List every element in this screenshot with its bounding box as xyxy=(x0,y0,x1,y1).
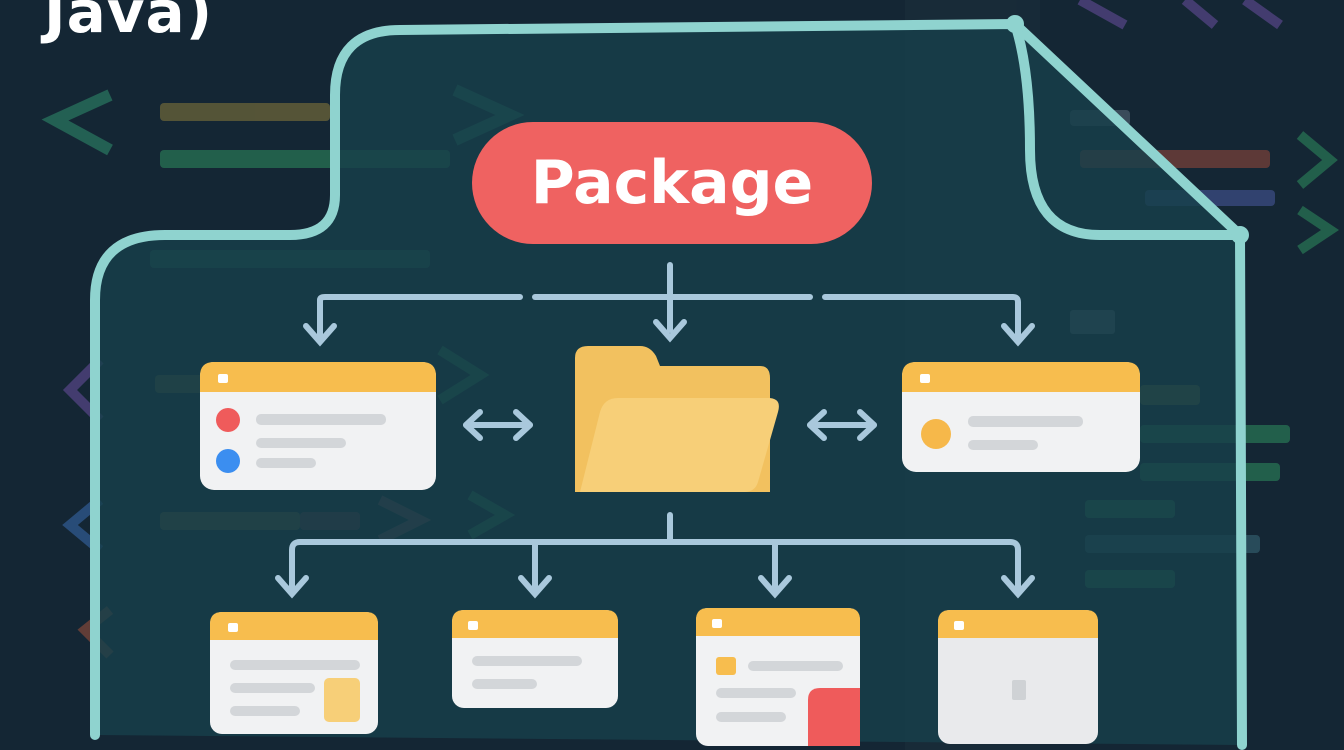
window-icon xyxy=(954,621,964,630)
window-icon xyxy=(218,374,228,383)
accent-square xyxy=(324,678,360,722)
page-fold xyxy=(1010,19,1245,240)
card-left xyxy=(200,362,436,490)
brand-logo-text: Java) xyxy=(44,0,214,46)
down-arrow-icon xyxy=(1001,575,1035,599)
bottom-connectors xyxy=(275,512,1035,599)
down-arrow-icon xyxy=(518,575,552,599)
down-arrow-icon xyxy=(303,323,337,347)
fold-dot xyxy=(1006,15,1024,33)
accent-square xyxy=(716,657,736,675)
down-arrow-icon xyxy=(275,575,309,599)
window-icon xyxy=(920,374,930,383)
blue-dot xyxy=(216,449,240,473)
folder-icon xyxy=(575,346,779,492)
top-connectors xyxy=(303,262,1035,347)
window-icon xyxy=(228,623,238,632)
double-arrow-icon xyxy=(463,409,533,441)
window-icon xyxy=(468,621,478,630)
card-bottom-1 xyxy=(210,612,378,734)
accent-red-block xyxy=(808,688,860,746)
down-arrow-icon xyxy=(1001,323,1035,347)
card-right xyxy=(902,362,1140,472)
package-root-node xyxy=(472,122,872,244)
down-arrow-icon xyxy=(653,319,687,343)
red-dot xyxy=(216,408,240,432)
card-bottom-4 xyxy=(938,610,1098,744)
orange-dot xyxy=(921,419,951,449)
down-arrow-icon xyxy=(758,575,792,599)
fold-dot xyxy=(1231,226,1249,244)
double-arrow-icon xyxy=(807,409,877,441)
card-bottom-3 xyxy=(696,608,860,746)
window-icon xyxy=(712,619,722,628)
card-bottom-2 xyxy=(452,610,618,708)
